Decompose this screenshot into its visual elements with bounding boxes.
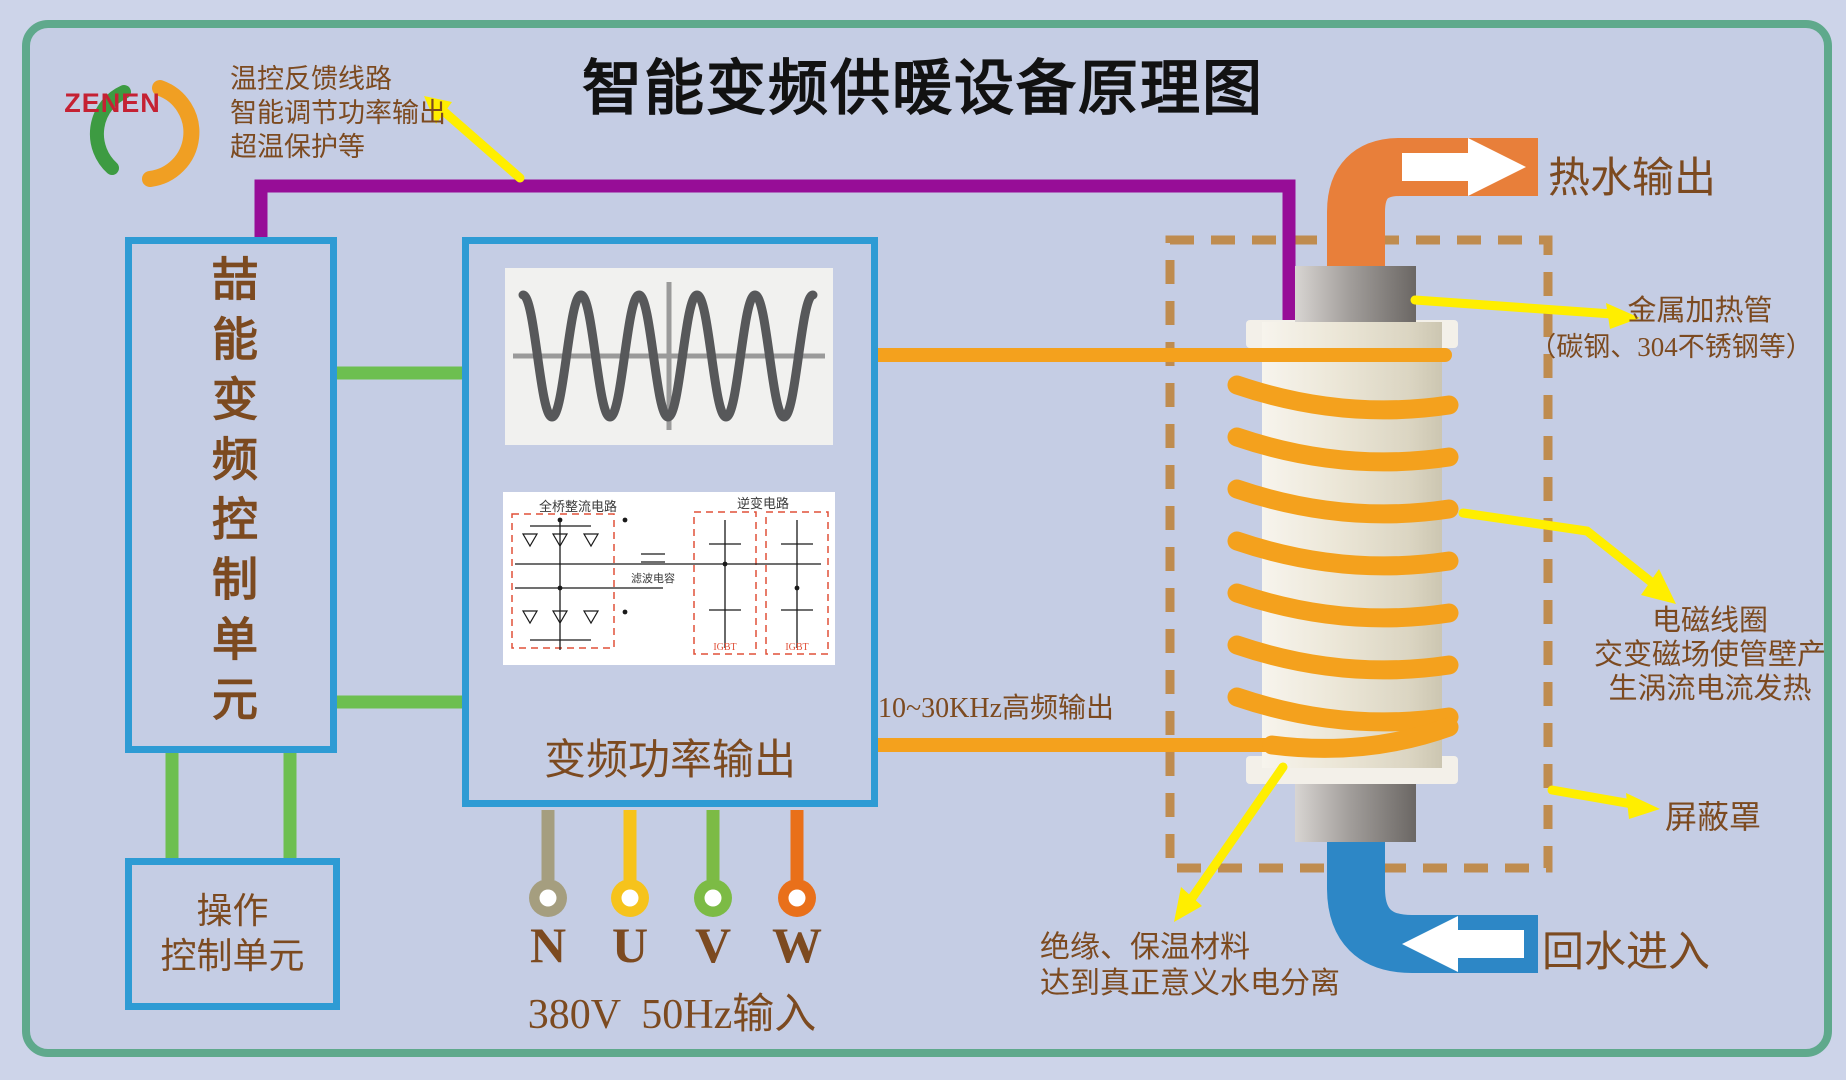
logo-green-arc bbox=[89, 85, 131, 175]
heater-bottom-cap bbox=[1295, 784, 1416, 842]
control-connectors bbox=[165, 366, 462, 858]
coil-note-line-2: 交变磁场使管壁产 bbox=[1593, 639, 1826, 671]
control-unit-label: 喆能变频控制单元 bbox=[206, 255, 257, 735]
igbt-label-2: IGBT bbox=[785, 642, 809, 653]
shield-arrow bbox=[1547, 785, 1637, 809]
coil-note-line-1: 电磁线圈 bbox=[1651, 605, 1768, 637]
node bbox=[557, 517, 563, 523]
diode-icon bbox=[582, 610, 600, 625]
coil-turn bbox=[1262, 717, 1459, 758]
circuit-wires bbox=[515, 520, 821, 650]
shield-note: 屏蔽罩 bbox=[1665, 799, 1762, 835]
insulation-note-line-1: 绝缘、保温材料 bbox=[1040, 931, 1250, 964]
diode-symbols bbox=[521, 533, 600, 625]
annotation-arrow-heads bbox=[424, 96, 1676, 922]
control-unit-box: 喆能变频控制单元 bbox=[125, 237, 337, 753]
capacitor-label: 滤波电容 bbox=[631, 573, 675, 585]
logo-orange-arc bbox=[142, 80, 200, 187]
tube-note-line-2: （碳钢、304不锈钢等） bbox=[1529, 332, 1813, 362]
circuit-nodes bbox=[557, 517, 800, 615]
diode-icon bbox=[551, 610, 569, 625]
circuit-sections bbox=[511, 511, 829, 655]
hf-output-label: 10~30KHz高频输出 bbox=[878, 693, 1115, 724]
igbt-box-2 bbox=[765, 511, 829, 655]
node bbox=[794, 585, 800, 591]
inverter-output-label: 变频功率输出 bbox=[543, 738, 796, 784]
arrowhead-icon bbox=[1641, 569, 1676, 604]
feedback-line bbox=[254, 179, 1296, 332]
sine-wave bbox=[518, 290, 818, 422]
terminal-hole bbox=[788, 889, 806, 907]
power-input-label: 380V 50Hz输入 bbox=[527, 992, 817, 1038]
coil-turn bbox=[1227, 687, 1459, 732]
rectifier-section-box bbox=[511, 513, 615, 649]
heater-top-cap bbox=[1295, 266, 1416, 322]
terminal-hole bbox=[704, 889, 722, 907]
feedback-line-1: 温控反馈线路 bbox=[230, 64, 392, 94]
operation-unit-box: 操作 控制单元 bbox=[125, 858, 340, 1010]
arrowhead-icon bbox=[1174, 887, 1202, 922]
operation-unit-line-2: 控制单元 bbox=[160, 936, 305, 976]
hot-water-pipe bbox=[1327, 138, 1538, 310]
inverter-box bbox=[462, 237, 878, 807]
feedback-arrow bbox=[435, 103, 525, 183]
induction-coil bbox=[1227, 375, 1459, 758]
terminal-hole bbox=[539, 889, 557, 907]
coil-turn bbox=[1227, 583, 1459, 628]
circuit-drawing bbox=[511, 511, 829, 655]
page-title: 智能变频供暖设备原理图 bbox=[582, 54, 1264, 124]
igbt-box-1 bbox=[693, 511, 757, 655]
terminal-letter-V: V bbox=[694, 917, 732, 973]
insulation-note: 绝缘、保温材料 达到真正意义水电分离 bbox=[1040, 930, 1340, 1002]
feedback-line-2: 智能调节功率输出 bbox=[230, 98, 446, 128]
arrowhead-icon bbox=[1606, 303, 1640, 329]
rectifier-label: 全桥整流电路 bbox=[538, 499, 617, 514]
hf-feed-lines bbox=[871, 348, 1452, 752]
node bbox=[622, 609, 628, 615]
hot-water-arrow-icon bbox=[1402, 138, 1526, 196]
diode-icon bbox=[521, 533, 539, 548]
coil-note-line-3: 生涡流电流发热 bbox=[1608, 673, 1812, 705]
coil-turn bbox=[1227, 427, 1459, 472]
insulation-note-line-2: 达到真正意义水电分离 bbox=[1040, 967, 1340, 1000]
coil-turn bbox=[1227, 531, 1459, 576]
diode-icon bbox=[582, 533, 600, 548]
arrowhead-icon bbox=[424, 96, 452, 124]
return-water-arrow-icon bbox=[1402, 916, 1524, 972]
feedback-note: 温控反馈线路 智能调节功率输出 超温保护等 bbox=[230, 62, 446, 164]
feedback-line-3: 超温保护等 bbox=[230, 132, 365, 162]
circuit-panel: 全桥整流电路 逆变电路 滤波电容 IGBT IGBT bbox=[503, 492, 835, 665]
diode-icon bbox=[521, 610, 539, 625]
return-water-label: 回水进入 bbox=[1542, 930, 1711, 976]
sine-wave-plot bbox=[513, 282, 825, 430]
input-terminals bbox=[529, 810, 816, 917]
coil-turn bbox=[1227, 479, 1459, 524]
igbt-label-1: IGBT bbox=[713, 642, 737, 653]
node bbox=[722, 561, 728, 567]
coil-turn bbox=[1227, 635, 1459, 680]
node bbox=[622, 517, 628, 523]
coil-arrow bbox=[1458, 508, 1660, 590]
waveform-panel bbox=[505, 268, 833, 445]
terminal-letter-U: U bbox=[611, 917, 649, 973]
terminal-letter-N: N bbox=[529, 917, 567, 973]
terminal-hole bbox=[621, 889, 639, 907]
hot-water-label: 热水输出 bbox=[1548, 156, 1717, 202]
tube-note-line-1: 金属加热管 bbox=[1627, 295, 1773, 327]
arrowhead-icon bbox=[1626, 793, 1660, 819]
heater-body bbox=[1262, 322, 1442, 768]
terminal-letter-W: W bbox=[772, 917, 822, 973]
operation-unit-line-1: 操作 bbox=[196, 891, 269, 931]
coil-note: 电磁线圈 交变磁场使管壁产 生涡流电流发热 bbox=[1588, 604, 1832, 706]
node bbox=[557, 585, 563, 591]
coil-turn bbox=[1227, 375, 1459, 420]
logo-circle bbox=[89, 80, 200, 187]
insulation-arrow bbox=[1187, 762, 1288, 903]
inverter-circuit-label: 逆变电路 bbox=[736, 496, 789, 511]
annotation-arrow-shafts bbox=[435, 103, 1660, 903]
tube-arrow bbox=[1410, 295, 1617, 319]
logo-wordmark: ZENEN bbox=[64, 88, 161, 118]
diode-icon bbox=[551, 533, 569, 548]
